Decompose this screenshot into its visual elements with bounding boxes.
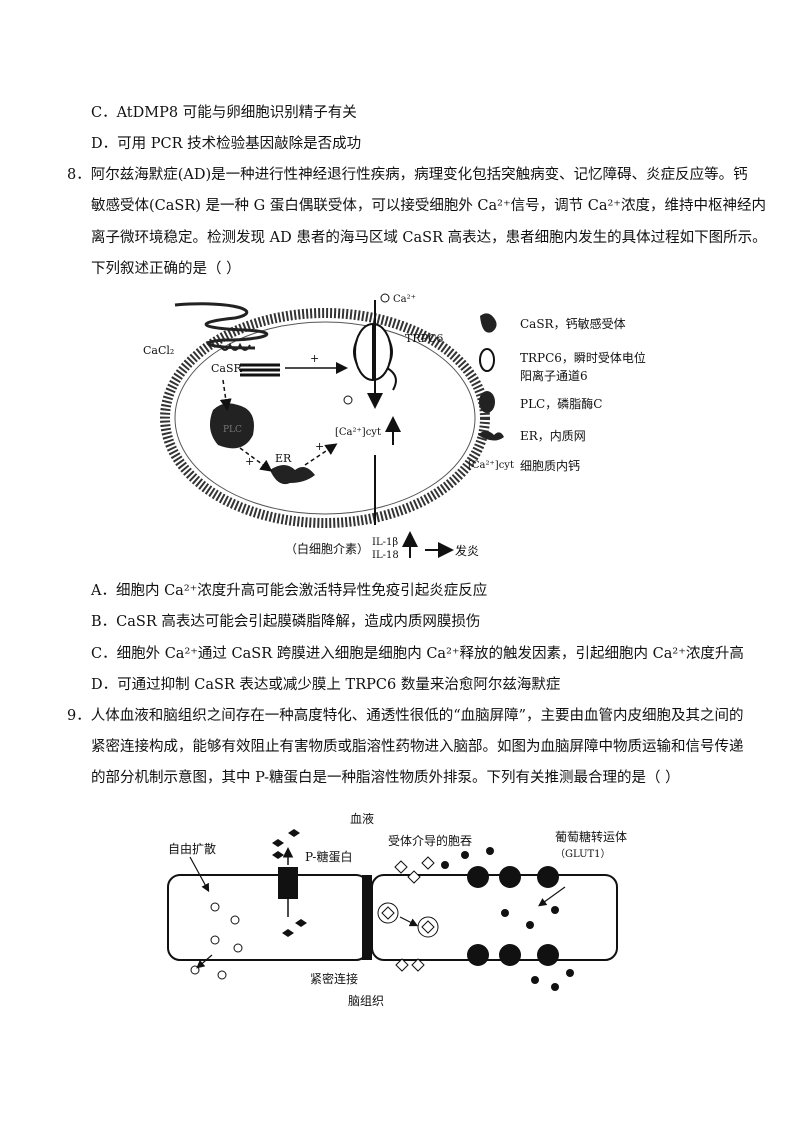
trpc6-channel-icon (353, 323, 397, 391)
er-label: ER (275, 452, 292, 465)
svg-text:+: + (245, 455, 254, 468)
svg-text:[Ca²⁺]cyt: [Ca²⁺]cyt (468, 460, 514, 471)
glut1-transporter-icon (467, 866, 559, 966)
casr-legend-icon (480, 313, 497, 333)
option-c-prev: C．AtDMP8 可能与卵细胞识别精子有关 (91, 105, 357, 121)
svg-text:PLC，磷脂酶C: PLC，磷脂酶C (520, 396, 602, 411)
q8-option-b: B．CaSR 高表达可能会引起膜磷脂降解，造成内质网膜损伤 (91, 614, 481, 630)
svg-text:+: + (310, 352, 319, 365)
svg-text:TRPC6，瞬时受体电位: TRPC6，瞬时受体电位 (520, 350, 646, 365)
svg-text:CaSR，钙敏感受体: CaSR，钙敏感受体 (520, 316, 626, 331)
svg-text:紧密连接: 紧密连接 (310, 971, 358, 986)
q9-figure: 血液 自由扩散 P-糖蛋白 受体介导的胞吞 葡萄糖转运体 （GLUT1） (167, 811, 627, 1008)
q8-legend: CaSR，钙敏感受体 TRPC6，瞬时受体电位 阳离子通道6 PLC，磷脂酶C … (468, 313, 646, 473)
q8-stem-line-2: 敏感受体(CaSR) 是一种 G 蛋白偶联受体，可以接受细胞外 Ca²⁺信号，调… (91, 198, 766, 214)
svg-text:P-糖蛋白: P-糖蛋白 (305, 849, 352, 864)
svg-text:PLC: PLC (223, 425, 242, 435)
q9-stem-line-3: 的部分机制示意图，其中 P-糖蛋白是一种脂溶性物质外排泵。下列有关推测最合理的是… (91, 770, 680, 786)
q8-option-d: D．可通过抑制 CaSR 表达或减少膜上 TRPC6 数量来治愈阿尔兹海默症 (91, 677, 561, 693)
svg-text:IL-1β: IL-1β (372, 537, 398, 548)
ca-ion-outside (380, 293, 390, 303)
q8-stem-line-1: 8．阿尔兹海默症(AD)是一种进行性神经退行性疾病，病理变化包括突触病变、记忆障… (67, 167, 748, 183)
casr-label: CaSR (211, 362, 243, 375)
tight-junction (362, 875, 372, 960)
p-glycoprotein-icon (278, 867, 298, 899)
svg-text:（GLUT1）: （GLUT1） (555, 848, 611, 860)
casr-receptor-icon (174, 302, 280, 377)
svg-text:受体介导的胞吞: 受体介导的胞吞 (388, 833, 472, 848)
endothelial-cell-left (167, 874, 369, 961)
cytokine-label: （白细胞介素） (285, 541, 369, 556)
q9-stem-line-1: 9．人体血液和脑组织之间存在一种高度特化、通透性很低的“血脑屏障”，主要由血管内… (67, 708, 744, 724)
brain-label: 脑组织 (348, 994, 384, 1008)
svg-text:ER，内质网: ER，内质网 (520, 429, 586, 443)
svg-text:细胞质内钙: 细胞质内钙 (520, 459, 580, 473)
er-icon (270, 465, 315, 485)
trpc6-label: TRPC6 (405, 332, 443, 345)
blood-label: 血液 (350, 811, 374, 826)
ca2-label-top: Ca²⁺ (393, 294, 416, 305)
svg-text:IL-18: IL-18 (372, 550, 399, 561)
svg-text:葡萄糖转运体: 葡萄糖转运体 (555, 829, 627, 844)
q8-stem-line-4: 下列叙述正确的是（ ） (91, 261, 241, 277)
q8-option-c: C．细胞外 Ca²⁺通过 CaSR 跨膜进入细胞是细胞内 Ca²⁺释放的触发因素… (91, 646, 744, 662)
q9-stem-line-2: 紧密连接构成，能够有效阻止有害物质或脂溶性药物进入脑部。如图为血脑屏障中物质运输… (91, 739, 744, 755)
q8-option-a: A．细胞内 Ca²⁺浓度升高可能会激活特异性免疫引起炎症反应 (91, 583, 488, 599)
endothelial-cell-right (371, 874, 618, 961)
trpc6-legend-icon (479, 348, 495, 372)
ca-cyt-label: [Ca²⁺]cyt (335, 427, 381, 438)
option-d-prev: D．可用 PCR 技术检验基因敲除是否成功 (91, 136, 362, 152)
er-legend-icon (478, 431, 504, 441)
plc-legend-icon (479, 391, 495, 413)
cell-membrane (160, 308, 490, 528)
cacl2-label: CaCl₂ (143, 344, 174, 357)
svg-text:阳离子通道6: 阳离子通道6 (520, 368, 588, 383)
plc-enzyme-icon: PLC (209, 403, 254, 449)
svg-text:自由扩散: 自由扩散 (168, 841, 216, 856)
inflammation-label: 发炎 (455, 543, 479, 558)
svg-text:+: + (315, 440, 324, 453)
q8-stem-line-3: 离子微环境稳定。检测发现 AD 患者的海马区域 CaSR 高表达，患者细胞内发生… (91, 230, 767, 246)
q8-figure: CaCl₂ CaSR TRPC6 Ca²⁺ + PLC ER + + [Ca²⁺… (143, 293, 646, 561)
